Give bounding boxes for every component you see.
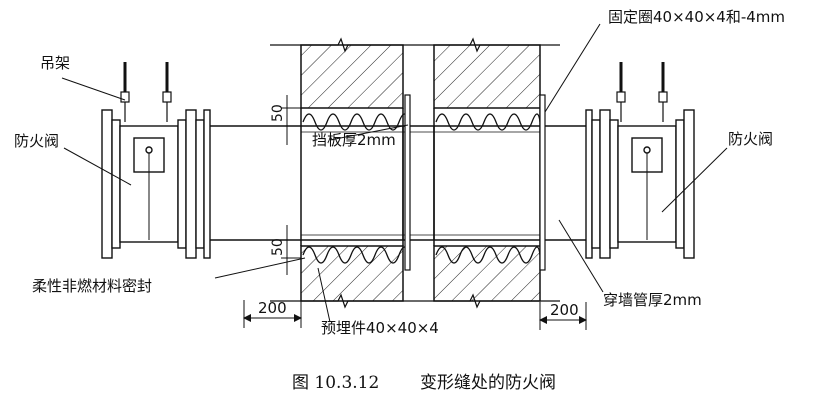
label-wall-pipe: 穿墙管厚2mm	[603, 291, 702, 309]
caption-title: 变形缝处的防火阀	[420, 373, 556, 393]
label-fire-damper-left: 防火阀	[14, 132, 59, 150]
dim-gap-top: 50	[270, 104, 286, 122]
fire-damper-left	[101, 109, 211, 259]
wall-top-break-line	[270, 37, 560, 309]
label-baffle: 挡板厚2mm	[312, 131, 396, 149]
baffle-plates	[404, 94, 546, 271]
dimension-lines	[243, 95, 587, 330]
label-flexible-seal: 柔性非燃材料密封	[32, 277, 152, 295]
seal-waves	[302, 113, 541, 264]
hanger-right	[616, 62, 668, 122]
label-embedded-part: 预埋件40×40×4	[321, 319, 439, 337]
dim-length-left: 200	[258, 299, 287, 317]
label-fire-damper-right: 防火阀	[728, 130, 773, 148]
label-fixing-ring: 固定圈40×40×4和-4mm	[608, 8, 785, 26]
hanger-left	[120, 62, 172, 122]
caption-number: 图 10.3.12	[292, 373, 379, 393]
leader-lines	[61, 23, 728, 323]
label-hanger: 吊架	[40, 54, 70, 72]
wall-left	[300, 44, 404, 302]
dim-gap-bottom: 50	[270, 238, 286, 256]
fire-damper-right	[585, 109, 695, 259]
wall-pipe	[210, 125, 586, 241]
dim-length-right: 200	[550, 301, 579, 319]
